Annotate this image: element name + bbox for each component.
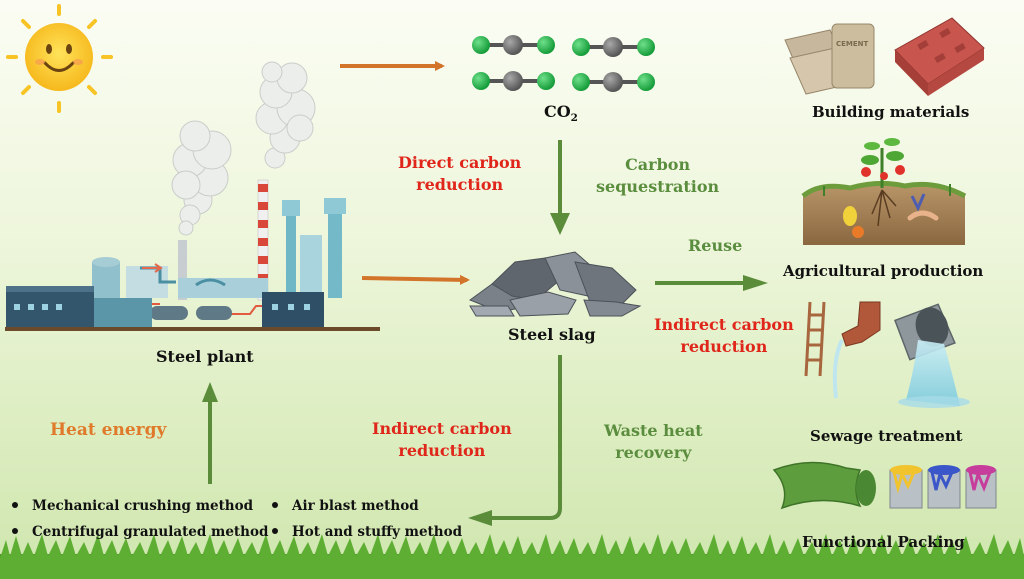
steel-plant-label: Steel plant <box>156 347 254 366</box>
steel-slag-icon <box>468 251 642 317</box>
bullet-icon <box>272 501 278 508</box>
building-materials-icon: CEMENT <box>784 17 985 96</box>
reuse-label: Reuse <box>688 236 743 255</box>
sun-icon <box>6 4 113 113</box>
heat-energy-label: Heat energy <box>50 420 167 440</box>
arrow-co2-to-slag <box>550 140 570 235</box>
method-item: Mechanical crushing method <box>12 498 253 514</box>
sewage-treatment-label: Sewage treatment <box>810 427 963 445</box>
functional-packing-label: Functional Packing <box>802 533 965 551</box>
paint-cans <box>889 465 997 509</box>
building-materials-label: Building materials <box>812 103 970 121</box>
functional-packing-icon <box>772 461 997 510</box>
smoke-cloud-left <box>171 120 232 236</box>
co2-label: CO2 <box>544 102 578 125</box>
agricultural-production-icon <box>801 138 967 245</box>
method-item: Centrifugal granulated method <box>12 524 268 540</box>
steel-slag-label: Steel slag <box>508 325 596 344</box>
bullet-icon <box>12 501 18 508</box>
bullet-icon <box>12 527 18 534</box>
cement-bag-label: CEMENT <box>836 40 869 48</box>
sewage-treatment-icon <box>804 301 970 408</box>
arrow-slag-to-applications <box>655 275 768 291</box>
bullet-icon <box>272 527 278 534</box>
grass-border <box>0 534 1024 579</box>
smoke-cloud-right <box>255 61 316 169</box>
arrow-heat-to-plant <box>202 382 218 484</box>
arrow-slag-to-methods <box>468 355 562 526</box>
co2-molecules-icon <box>472 35 655 92</box>
arrow-plant-to-slag <box>361 274 470 285</box>
method-item: Air blast method <box>272 498 419 514</box>
agricultural-production-label: Agricultural production <box>783 262 984 280</box>
steel-plant-illustration <box>5 179 380 331</box>
method-item: Hot and stuffy method <box>272 524 462 540</box>
